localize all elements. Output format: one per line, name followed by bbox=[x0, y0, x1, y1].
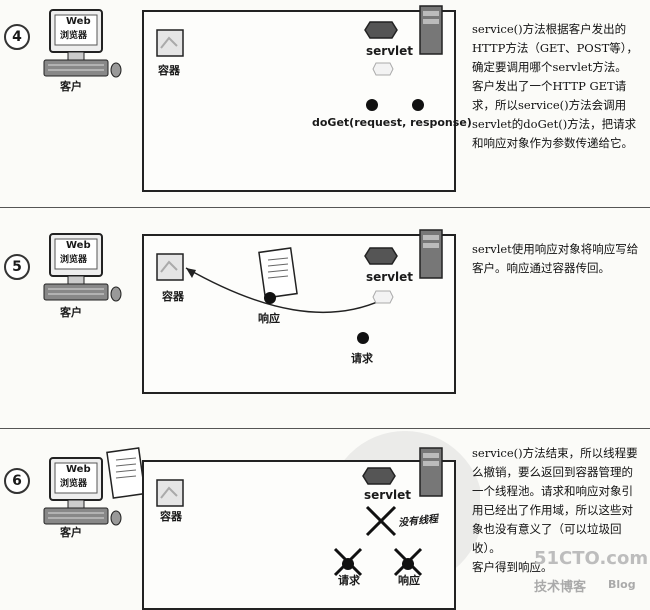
client-label: 客户 bbox=[60, 526, 82, 539]
browser-label-cn: 浏览器 bbox=[60, 31, 88, 41]
divider bbox=[0, 428, 650, 429]
step-4: 4 Web 浏览器 客户 容器 servlet doGet(request, r… bbox=[0, 0, 650, 205]
step-description: service()方法根据客户发出的HTTP方法（GET、POST等），确定要调… bbox=[472, 22, 639, 150]
client-label: 客户 bbox=[60, 80, 82, 93]
browser-label-cn: 浏览器 bbox=[60, 255, 88, 265]
container-frame bbox=[142, 234, 456, 394]
container-icon bbox=[156, 253, 184, 281]
step-description: service()方法结束，所以线程要么撤销，要么返回到容器管理的一个线程池。请… bbox=[472, 446, 638, 574]
response-path-arrow bbox=[185, 267, 391, 314]
step-number: 6 bbox=[4, 468, 30, 494]
servlet-icon bbox=[362, 467, 396, 485]
watermark-blog-en: Blog bbox=[608, 578, 636, 591]
client-computer-icon bbox=[43, 233, 122, 302]
container-label: 容器 bbox=[162, 290, 184, 303]
servlet-label: servlet bbox=[364, 488, 412, 502]
doget-call-label: doGet(request, response) bbox=[312, 116, 472, 129]
response-dot bbox=[264, 292, 276, 304]
thread-icon bbox=[372, 62, 394, 76]
servlet-label: servlet bbox=[366, 270, 414, 284]
browser-label: Web bbox=[66, 16, 91, 27]
response-label: 响应 bbox=[398, 574, 420, 587]
client-label: 客户 bbox=[60, 306, 82, 319]
request-label: 请求 bbox=[351, 352, 373, 365]
step-number: 4 bbox=[4, 24, 30, 50]
request-dot bbox=[366, 99, 378, 111]
browser-label: Web bbox=[66, 240, 91, 251]
container-frame bbox=[142, 10, 456, 192]
container-label: 容器 bbox=[160, 510, 182, 523]
browser-label-cn: 浏览器 bbox=[60, 479, 88, 489]
client-computer-icon bbox=[43, 9, 122, 78]
request-removed-cross bbox=[333, 547, 363, 577]
server-icon bbox=[419, 229, 443, 279]
step-number: 5 bbox=[4, 254, 30, 280]
response-label: 响应 bbox=[258, 312, 280, 325]
response-document-icon bbox=[106, 447, 146, 499]
container-label: 容器 bbox=[158, 64, 180, 77]
servlet-icon bbox=[364, 247, 398, 265]
server-icon bbox=[419, 5, 443, 55]
response-document-icon bbox=[258, 247, 298, 299]
container-icon bbox=[156, 29, 184, 57]
request-label: 请求 bbox=[338, 574, 360, 587]
client-computer-icon bbox=[43, 457, 122, 526]
server-icon bbox=[419, 447, 443, 497]
response-removed-cross bbox=[393, 547, 423, 577]
watermark-site: 51CTO.com bbox=[534, 548, 649, 569]
step-6: 6 Web 浏览器 客户 容器 servlet 没有线程 bbox=[0, 430, 650, 610]
step-description: servlet使用响应对象将响应写给客户。响应通过容器传回。 bbox=[472, 242, 639, 275]
servlet-icon bbox=[364, 21, 398, 39]
thread-icon bbox=[372, 290, 394, 304]
thread-removed-cross bbox=[365, 505, 397, 537]
browser-label: Web bbox=[66, 464, 91, 475]
response-dot bbox=[412, 99, 424, 111]
step-5: 5 Web 浏览器 客户 容器 servlet bbox=[0, 210, 650, 415]
divider bbox=[0, 207, 650, 208]
servlet-label: servlet bbox=[366, 44, 414, 58]
container-icon bbox=[156, 479, 184, 507]
request-dot bbox=[357, 332, 369, 344]
watermark-blog-cn: 技术博客 bbox=[534, 580, 587, 595]
container-frame bbox=[142, 460, 456, 610]
